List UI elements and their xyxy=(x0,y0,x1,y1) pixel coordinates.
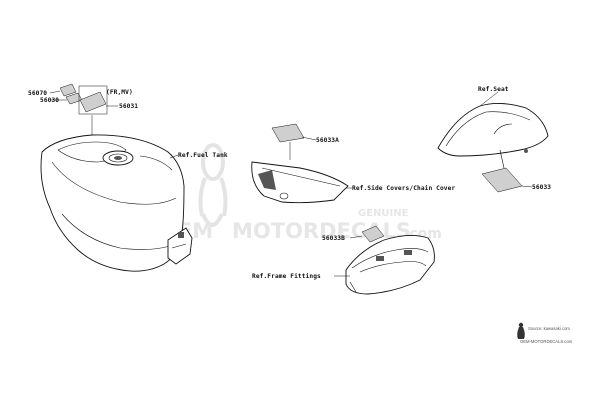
decal-56033b xyxy=(361,225,385,243)
label-ref-side-covers: Ref.Side Covers/Chain Cover xyxy=(352,184,455,192)
source-credit: Source: kawasaki.com OEM-MOTORDECALS.com xyxy=(517,322,573,344)
leader-seat xyxy=(479,91,499,107)
label-fr-mv: (FR,MV) xyxy=(106,89,133,96)
label-56030: 56030 xyxy=(40,97,59,104)
label-56031: 56031 xyxy=(119,103,138,110)
leader-56033 xyxy=(521,185,533,188)
label-ref-seat: Ref.Seat xyxy=(478,86,509,93)
rider-logo-icon xyxy=(517,322,525,339)
label-56033a: 56033A xyxy=(316,137,339,144)
decal-56031 xyxy=(79,91,107,113)
decal-56031-box xyxy=(78,85,108,115)
source-line-2: OEM-MOTORDECALS.com xyxy=(520,339,573,344)
label-ref-fuel-tank: Ref.Fuel Tank xyxy=(178,152,228,159)
fuel-tank xyxy=(40,134,193,272)
watermark-brand-right: MOTORDECALS xyxy=(232,219,411,243)
decal-56033a xyxy=(271,123,305,143)
leader-56070 xyxy=(49,90,61,94)
decal-stack xyxy=(49,83,118,150)
seat xyxy=(437,103,549,169)
leader-fuel-tank xyxy=(169,154,179,159)
label-56033: 56033 xyxy=(532,184,551,191)
frame-fitting-tray xyxy=(345,235,435,295)
watermark-genuine: GENUINE xyxy=(358,208,409,219)
source-line-1: Source: kawasaki.com xyxy=(528,326,570,331)
label-ref-frame-fittings: Ref.Frame Fittings xyxy=(252,272,321,280)
label-56070: 56070 xyxy=(28,90,47,97)
side-cover xyxy=(251,161,349,204)
decal-56070 xyxy=(59,83,77,97)
leader-56033a xyxy=(301,136,317,141)
label-56033b: 56033B xyxy=(322,235,345,242)
motorcycle-rider-silhouette-icon xyxy=(198,143,228,227)
leader-56033b xyxy=(349,235,363,239)
decal-56033 xyxy=(481,167,523,193)
